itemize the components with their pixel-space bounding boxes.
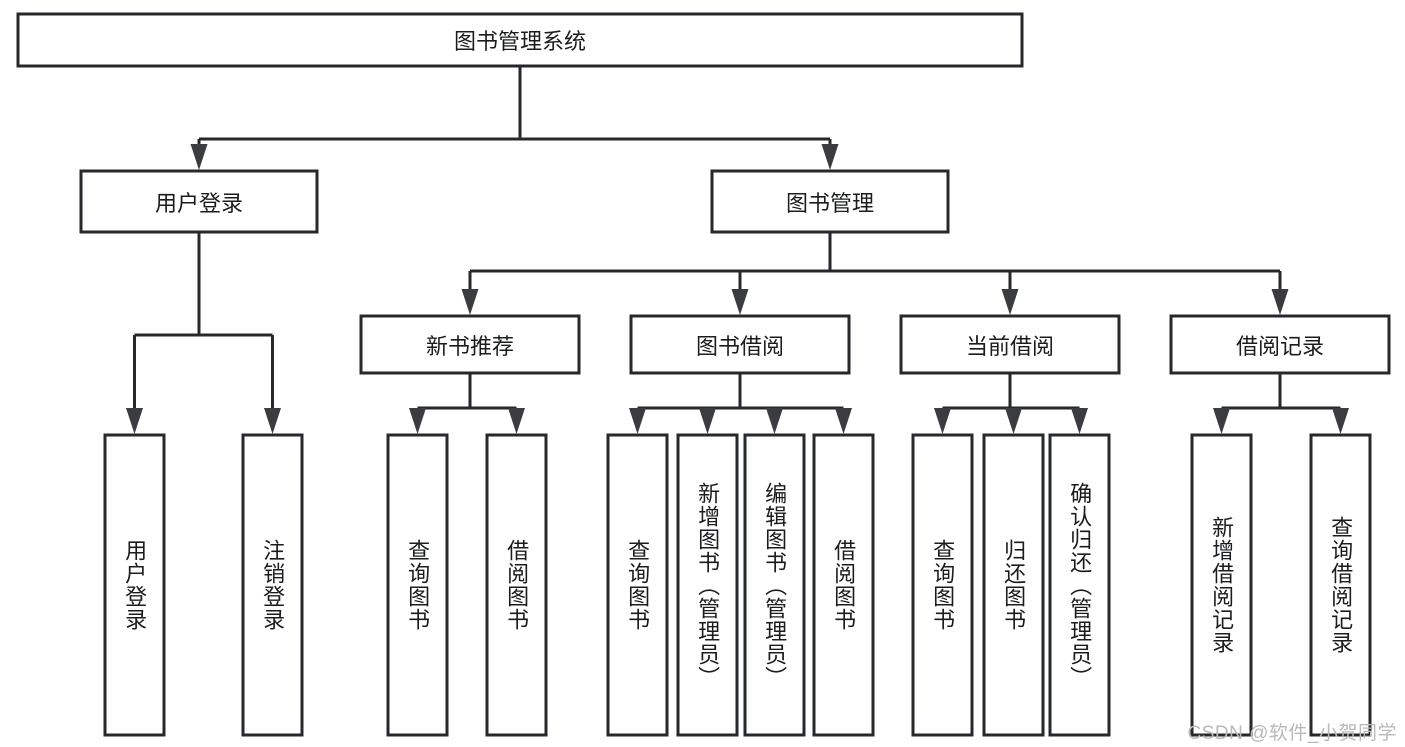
- arrow-head-icon: [508, 408, 525, 434]
- node-box-layer: [16, 12, 1391, 737]
- node-box-c2[interactable]: [982, 433, 1045, 737]
- node-box-b3[interactable]: [743, 433, 806, 737]
- arrow-head-icon: [821, 144, 839, 170]
- arrow-head-icon: [1332, 408, 1349, 434]
- node-box-r1[interactable]: [1190, 433, 1253, 737]
- node-box-n2[interactable]: [485, 433, 548, 737]
- node-box-newbook[interactable]: [359, 314, 581, 375]
- arrow-head-icon: [699, 408, 716, 434]
- arrow-head-icon: [461, 289, 479, 315]
- arrow-head-icon: [409, 408, 426, 434]
- arrow-head-icon: [1213, 408, 1230, 434]
- node-box-bookmgmt[interactable]: [710, 169, 950, 234]
- node-box-b2[interactable]: [676, 433, 739, 737]
- arrow-head-icon: [629, 408, 646, 434]
- arrow-head-icon: [766, 408, 783, 434]
- arrow-head-icon: [835, 408, 852, 434]
- node-box-login[interactable]: [79, 169, 319, 234]
- node-box-current[interactable]: [899, 314, 1121, 375]
- arrow-head-icon: [1271, 289, 1289, 315]
- arrow-head-icon: [1071, 408, 1088, 434]
- node-box-root[interactable]: [16, 12, 1024, 68]
- arrow-head-icon: [126, 408, 143, 434]
- node-box-n1[interactable]: [386, 433, 449, 737]
- node-box-record[interactable]: [1169, 314, 1391, 375]
- connector-layer: [126, 66, 1349, 434]
- node-box-b4[interactable]: [812, 433, 875, 737]
- arrow-head-icon: [264, 408, 281, 434]
- arrow-head-icon: [1005, 408, 1022, 434]
- arrow-head-icon: [1001, 289, 1019, 315]
- node-box-r2[interactable]: [1309, 433, 1372, 737]
- node-box-borrow[interactable]: [629, 314, 851, 375]
- node-box-l1[interactable]: [103, 433, 166, 737]
- node-box-c1[interactable]: [911, 433, 974, 737]
- arrow-head-icon: [934, 408, 951, 434]
- node-box-c3[interactable]: [1048, 433, 1111, 737]
- arrow-head-icon: [190, 144, 208, 170]
- node-box-b1[interactable]: [606, 433, 669, 737]
- arrow-head-icon: [731, 289, 749, 315]
- node-box-l2[interactable]: [241, 433, 304, 737]
